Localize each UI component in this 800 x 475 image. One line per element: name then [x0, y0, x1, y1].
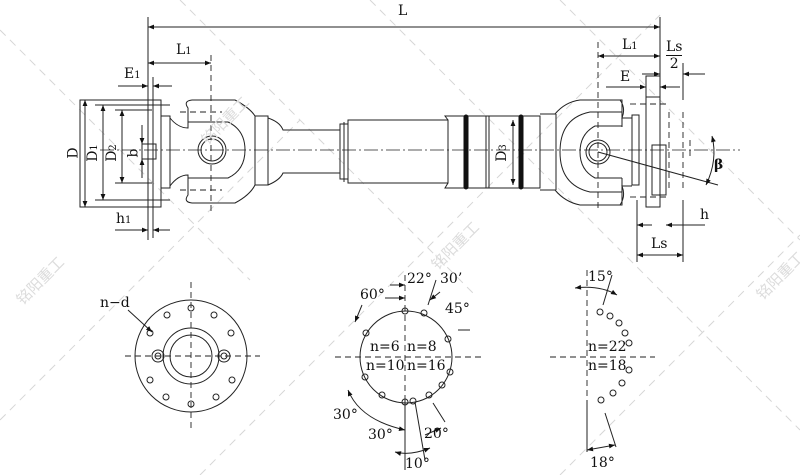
count-n6: n=6	[370, 339, 400, 355]
label-h1: h1	[116, 211, 132, 227]
label-text: L1	[176, 42, 192, 58]
angle-15: 15°	[588, 269, 613, 285]
label-D: D	[65, 147, 82, 159]
count-n16: n=16	[407, 358, 446, 374]
angle-30-minutes: 30’	[440, 271, 463, 287]
count-n18: n=18	[588, 358, 627, 374]
label-D1: D1	[84, 144, 101, 162]
label-E1: E1	[124, 66, 141, 82]
angle-45: 45°	[445, 301, 470, 317]
label-n-d: n−d	[100, 295, 130, 311]
subscript: 1	[631, 41, 638, 52]
label-h: h	[700, 207, 710, 223]
angle-22: 22°	[407, 271, 432, 287]
count-n22: n=22	[588, 339, 627, 355]
angle-18: 18°	[590, 455, 615, 471]
subscript: 1	[185, 46, 192, 57]
label-Ls-half-denominator: 2	[669, 56, 679, 72]
label-beta: β	[714, 157, 724, 173]
angle-30b: 30°	[368, 427, 393, 443]
angle-20: 20°	[424, 426, 449, 442]
flange-end-view	[125, 282, 260, 428]
shaft-tube	[339, 114, 541, 190]
subscript: 1	[125, 215, 132, 226]
right-flange	[598, 53, 716, 262]
count-n8: n=8	[407, 339, 437, 355]
angle-10: 10°	[405, 456, 430, 472]
label-b: b	[125, 148, 142, 158]
label-L1-left: L1	[176, 43, 192, 57]
bolt-pattern-view	[335, 275, 485, 470]
angle-30a: 30°	[333, 407, 358, 423]
subscript: 1	[134, 70, 141, 81]
subscript: 1	[88, 144, 100, 151]
left-flange	[79, 55, 212, 238]
subscript: 2	[107, 144, 119, 151]
left-yoke	[169, 99, 341, 204]
label-D2: D2	[103, 144, 120, 162]
label-E: E	[620, 69, 631, 85]
label-L: L	[398, 3, 408, 19]
label-Ls: Ls	[651, 236, 668, 252]
angle-60: 60°	[360, 287, 385, 303]
right-yoke	[540, 42, 719, 212]
subscript: 3	[497, 144, 509, 151]
count-n10: n=10	[366, 358, 405, 374]
label-Ls-half-numerator: Ls	[666, 39, 683, 56]
label-D3: D3	[493, 144, 510, 162]
label-L1-right: L1	[622, 37, 638, 53]
label-Ls-half: Ls 2	[666, 39, 683, 72]
half-bolt-pattern-view	[550, 270, 655, 452]
